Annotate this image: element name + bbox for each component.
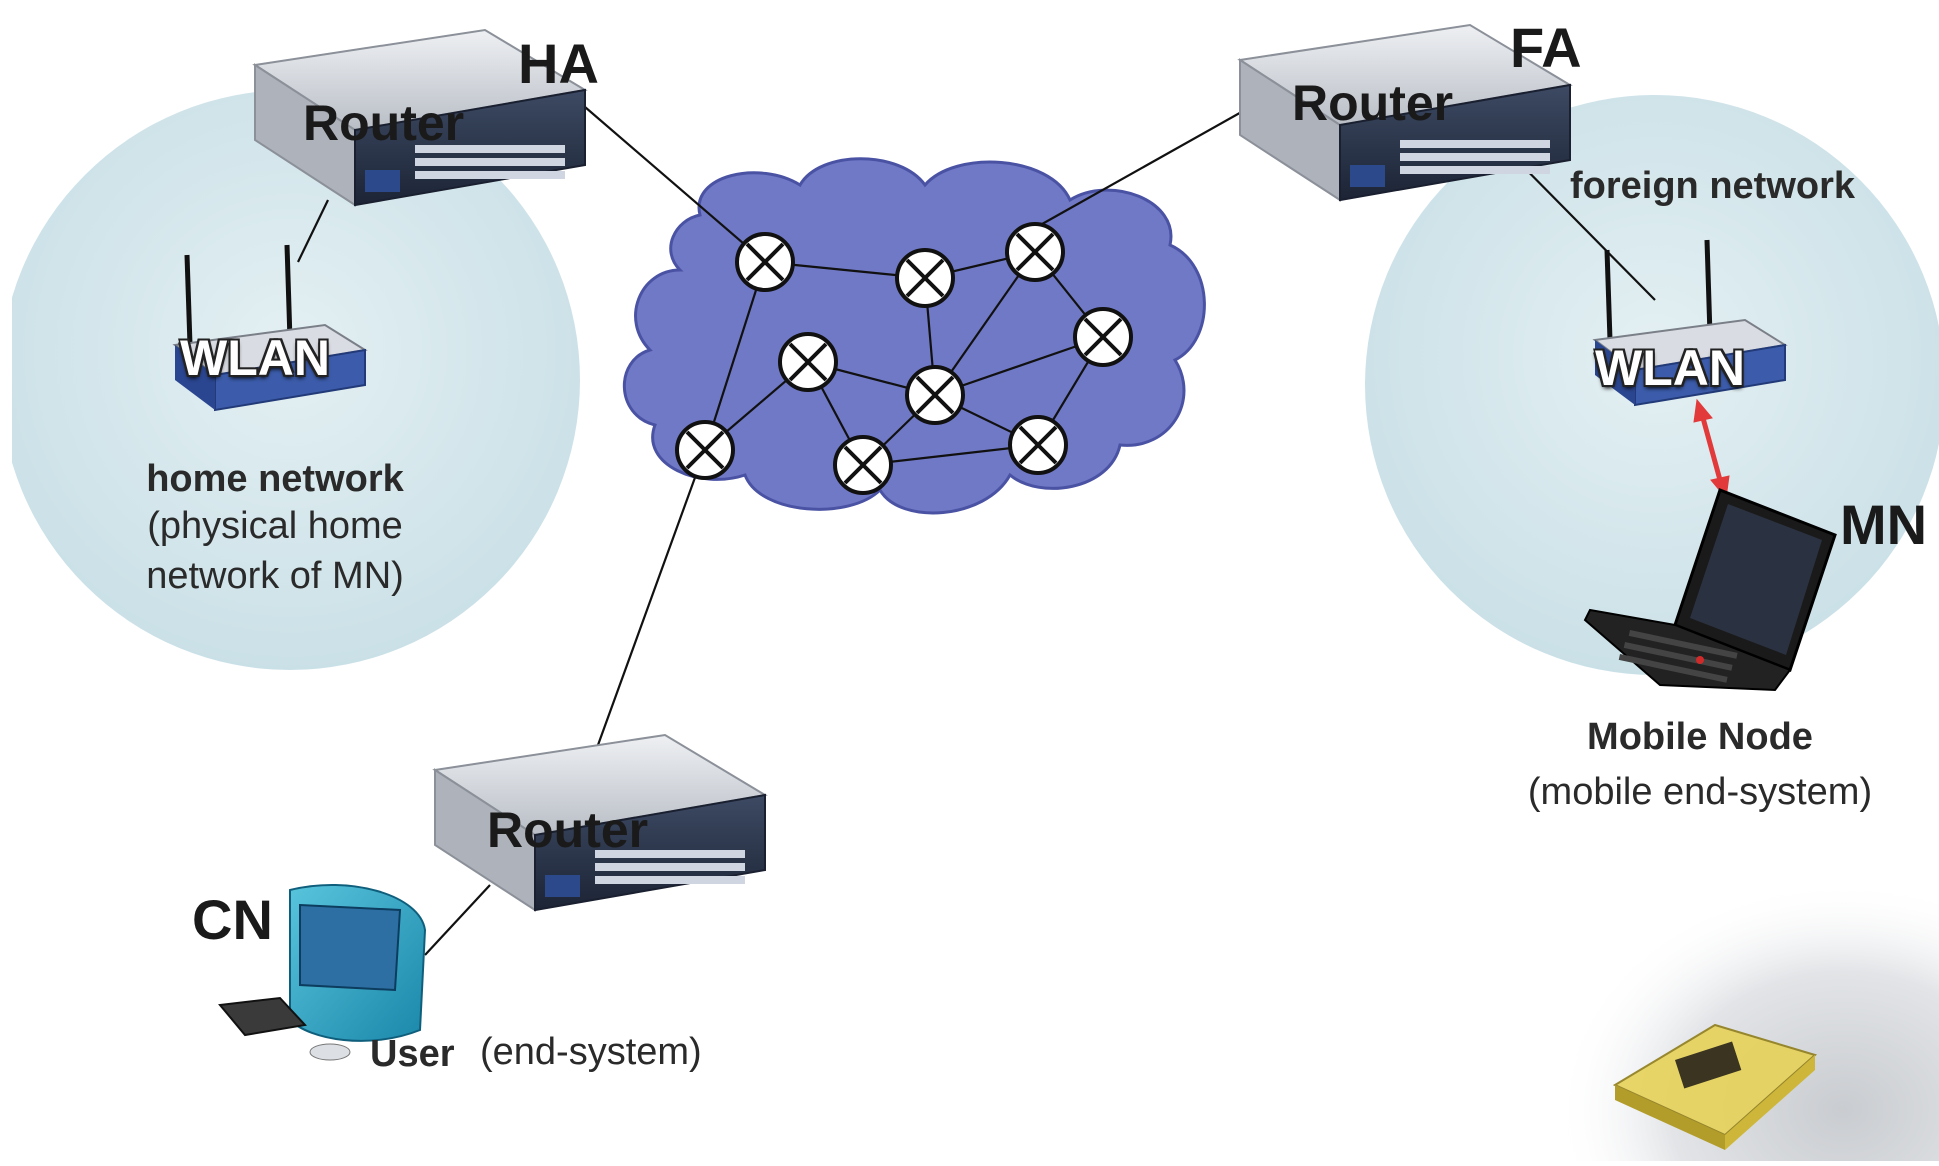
home-network-desc-line2: network of MN) (146, 555, 404, 597)
circle-cross-icon (1005, 222, 1065, 282)
home-wlan-label: WLAN (180, 330, 330, 386)
home-network-desc-line1: (physical home (147, 505, 403, 547)
circle-cross-icon (833, 435, 893, 495)
laptop-icon (1583, 488, 1837, 692)
imac-computer-icon (218, 883, 427, 1061)
user-title: User (370, 1033, 455, 1075)
circle-cross-icon (778, 332, 838, 392)
home-router-label: Router (303, 95, 465, 151)
circle-cross-icon (1073, 307, 1133, 367)
wireless-access-point-icon (1592, 239, 1788, 407)
foreign-network-title: foreign network (1570, 165, 1856, 207)
switch-nodes (675, 222, 1133, 495)
foreign-wlan-label: WLAN (1595, 340, 1745, 396)
router-icon (252, 28, 588, 207)
wireless-access-point-icon (172, 244, 368, 412)
mobile-node-subtitle: (mobile end-system) (1527, 771, 1873, 813)
snow-background (1300, 650, 1939, 1161)
circle-cross-icon (675, 420, 735, 480)
router-icon (432, 733, 768, 912)
circle-cross-icon (735, 232, 795, 292)
router-icon (1237, 23, 1573, 202)
correspondent-node-label: CN (192, 888, 273, 951)
sensor-device-icon (1612, 1023, 1818, 1150)
mobile-node-title: Mobile Node (1587, 716, 1813, 758)
home-agent-label: HA (518, 32, 599, 95)
foreign-agent-label: FA (1510, 16, 1582, 79)
mobile-node-short-label: MN (1840, 493, 1928, 556)
circle-cross-icon (1008, 415, 1068, 475)
foreign-router-label: Router (1292, 75, 1454, 131)
home-network-title: home network (146, 458, 404, 500)
user-router-label: Router (487, 802, 649, 858)
circle-cross-icon (905, 365, 965, 425)
circle-cross-icon (895, 248, 955, 308)
user-subtitle: (end-system) (480, 1031, 702, 1073)
